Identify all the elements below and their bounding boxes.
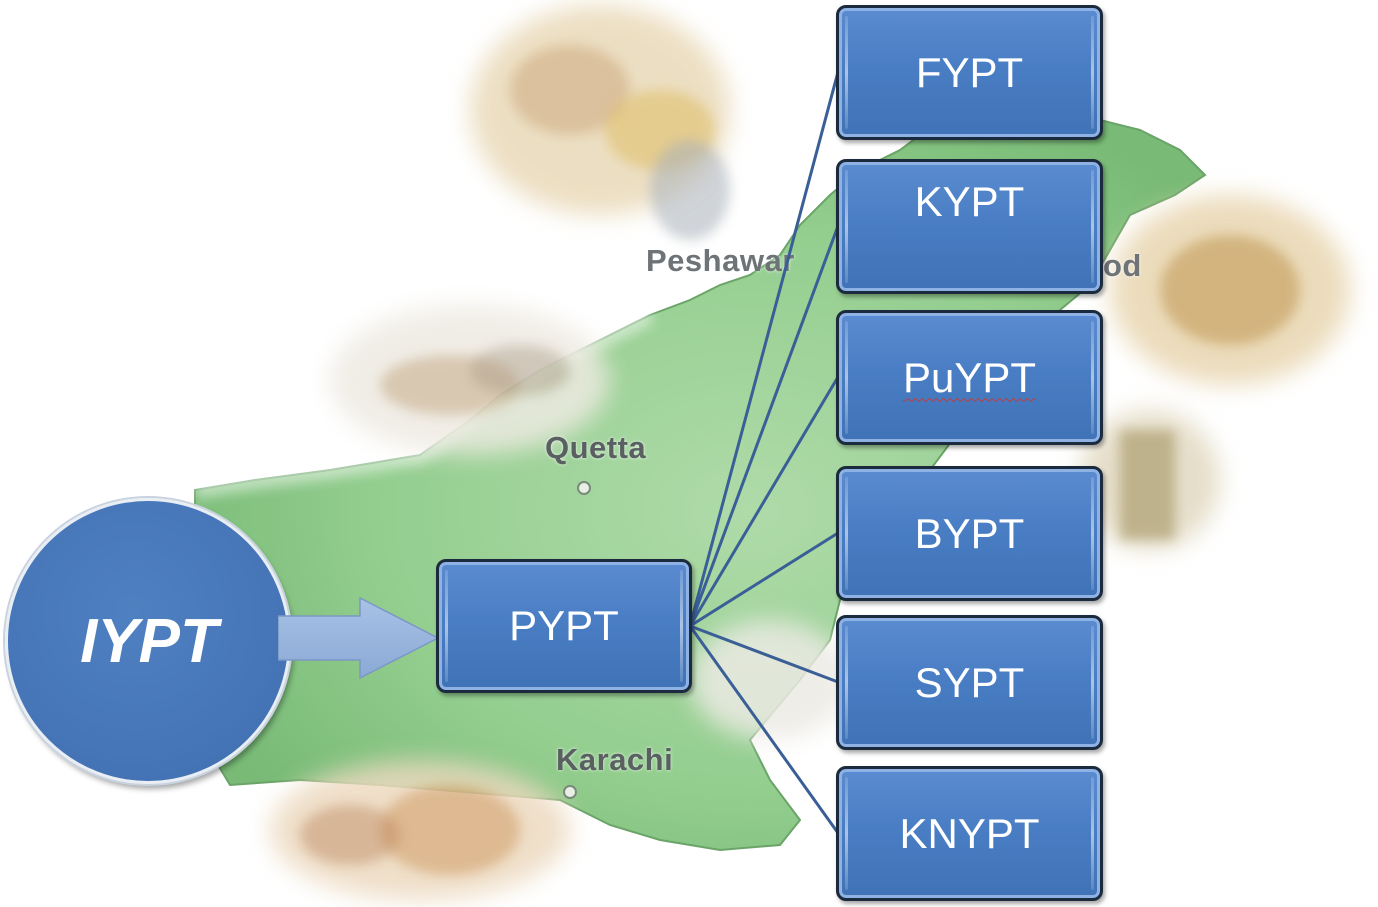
connector-bypt [689, 531, 839, 628]
connector-knypt [688, 625, 840, 834]
connector-fypt [688, 71, 840, 627]
fypt-box: FYPT [836, 5, 1103, 140]
puypt-box: PuYPT [836, 310, 1103, 445]
city-dot-karachi [563, 785, 577, 799]
photo-vignettes [270, 5, 1350, 900]
pypt-box: PYPT [436, 559, 692, 693]
sypt-label: SYPT [914, 658, 1025, 706]
connector-puypt [688, 376, 840, 627]
iypt-label: IYPT [80, 606, 218, 676]
map-label-peshawar: Peshawar [646, 243, 795, 278]
city-dot-quetta [577, 481, 591, 495]
map-label-islamabad-fragment: od [1103, 248, 1142, 283]
puypt-label: PuYPT [902, 353, 1037, 401]
bypt-label: BYPT [914, 509, 1025, 557]
connector-kypt [688, 225, 840, 627]
kypt-box: KYPT [836, 159, 1103, 294]
iypt-circle: IYPT [5, 498, 291, 784]
connector-sypt [689, 624, 839, 684]
kypt-label: KYPT [914, 178, 1025, 225]
pypt-label: PYPT [509, 602, 619, 649]
arrow-right-icon [278, 596, 440, 680]
map-label-karachi: Karachi [556, 742, 674, 777]
map-label-quetta: Quetta [545, 430, 647, 465]
sypt-box: SYPT [836, 615, 1103, 750]
knypt-label: KNYPT [899, 809, 1040, 857]
fypt-label: FYPT [915, 48, 1024, 96]
bypt-box: BYPT [836, 466, 1103, 601]
knypt-box: KNYPT [836, 766, 1103, 901]
